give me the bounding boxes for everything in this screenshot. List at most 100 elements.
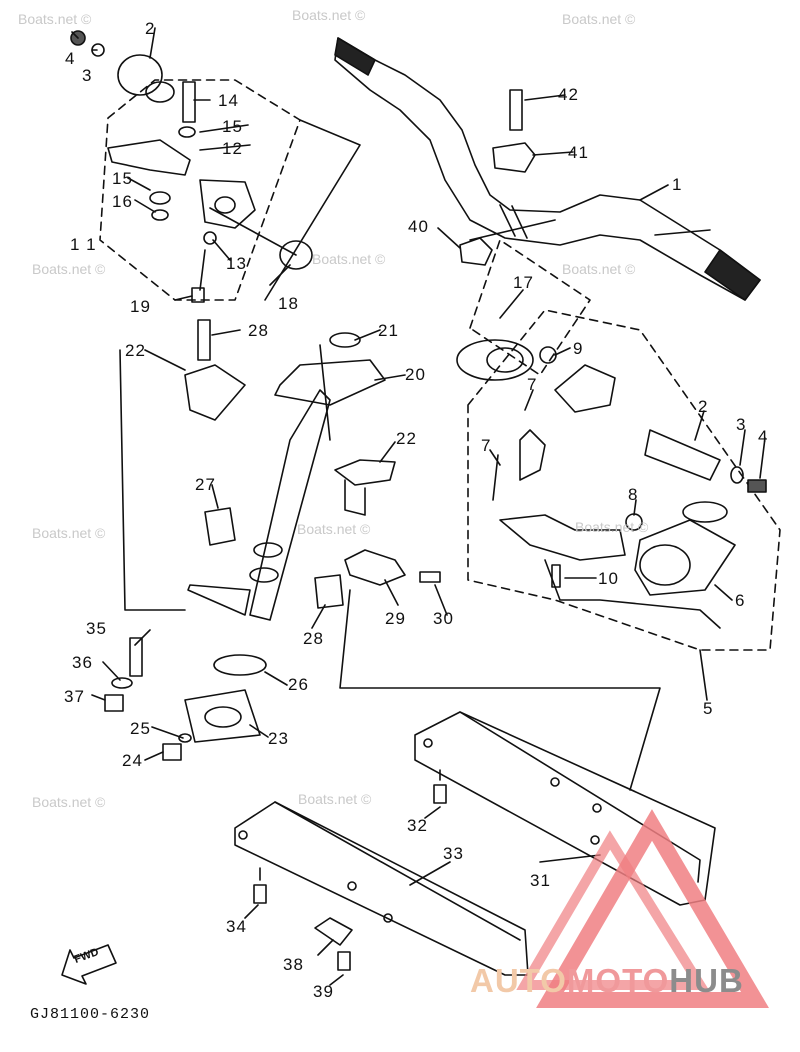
- handlebar: [334, 37, 761, 301]
- callout-22-right: 22: [396, 429, 417, 448]
- collar-18: [279, 240, 313, 270]
- grommet-17: [456, 339, 534, 381]
- callout-21: 21: [378, 321, 399, 340]
- handlebar-grip-right: [704, 249, 761, 301]
- callout-42: 42: [558, 85, 579, 104]
- screw-10: [551, 564, 561, 588]
- steering-column: [249, 389, 331, 621]
- callout-8: 8: [628, 485, 639, 504]
- screw-13: [203, 231, 217, 245]
- callout-13: 13: [226, 254, 247, 273]
- callout-36: 36: [72, 653, 93, 672]
- bolt-30: [419, 571, 441, 583]
- fwd-arrow-icon: [61, 944, 117, 985]
- bolt-4b: [747, 479, 767, 493]
- bushing-28a: [204, 507, 236, 546]
- callout-2-right: 2: [698, 397, 709, 416]
- bracket-31: [414, 711, 716, 906]
- callout-6: 6: [735, 591, 746, 610]
- logo-triangle-icon: [536, 809, 769, 1008]
- callout-7-a: 7: [527, 375, 538, 394]
- watermark: Boats.net ©: [575, 519, 649, 535]
- callout-3-left: 3: [82, 66, 93, 85]
- spring: [682, 501, 728, 523]
- nut-37: [104, 694, 124, 712]
- callout-17: 17: [513, 273, 534, 292]
- callout-27: 25: [130, 719, 151, 738]
- handlebar-grip-left: [334, 37, 376, 76]
- bracket-22-right: [334, 459, 396, 486]
- washer-36: [111, 677, 133, 689]
- callout-3-right: 3: [736, 415, 747, 434]
- callout-29: 29: [385, 609, 406, 628]
- callout-12: 12: [222, 139, 243, 158]
- callout-2-left: 2: [145, 19, 156, 38]
- callout-33: 33: [443, 844, 464, 863]
- callout-15-b: 15: [112, 169, 133, 188]
- callout-10: 10: [598, 569, 619, 588]
- bolt-19: [191, 287, 205, 303]
- bolt-25: [197, 319, 211, 361]
- ring-24: [213, 654, 267, 676]
- callout-15-a: 15: [222, 117, 243, 136]
- collar-21: [329, 332, 361, 348]
- callout-31: 31: [530, 871, 551, 890]
- callout-1: 1: [672, 175, 683, 194]
- bracket-20: [274, 359, 386, 406]
- lever-12: [107, 139, 191, 176]
- bolt-42: [509, 89, 523, 131]
- callout-11: 1 1: [70, 235, 97, 254]
- bolt-14: [182, 81, 196, 123]
- callout-37: 37: [64, 687, 85, 706]
- callout-18: 18: [278, 294, 299, 313]
- callout-4-right: 4: [758, 427, 769, 446]
- callout-7-b: 7: [481, 436, 492, 455]
- switch-assembly: [499, 514, 626, 561]
- callout-24: 26: [288, 675, 309, 694]
- callout-23: 23: [268, 729, 289, 748]
- logo-auto: AUTO: [470, 962, 567, 999]
- callout-32: 32: [407, 816, 428, 835]
- watermark: Boats.net ©: [292, 7, 366, 23]
- bracket-22-left: [184, 364, 246, 421]
- clip-38: [314, 917, 353, 946]
- callout-16: 16: [112, 192, 133, 211]
- watermark: Boats.net ©: [298, 791, 372, 807]
- callout-26: 24: [122, 751, 143, 770]
- callout-14: 14: [218, 91, 239, 110]
- watermark: Boats.net ©: [18, 11, 92, 27]
- watermark: Boats.net ©: [32, 525, 106, 541]
- left-grip: [117, 54, 163, 96]
- callout-41: 41: [568, 143, 589, 162]
- watermark: Boats.net ©: [297, 521, 371, 537]
- watermark: Boats.net ©: [562, 261, 636, 277]
- callout-5: 5: [703, 699, 714, 718]
- callout-30: 30: [433, 609, 454, 628]
- group-5-box: [467, 309, 781, 651]
- callout-40: 40: [408, 217, 429, 236]
- watermark: Boats.net ©: [32, 794, 106, 810]
- screw-34: [253, 884, 267, 904]
- callout-28-b: 28: [303, 629, 324, 648]
- throttle-6: [634, 519, 736, 596]
- watermark: Boats.net ©: [562, 11, 636, 27]
- clamp-41: [492, 142, 536, 173]
- screw-32: [433, 784, 447, 804]
- clamp-40: [459, 237, 493, 266]
- handlebar-band: [499, 204, 528, 239]
- housing-9: [554, 364, 616, 413]
- group-11-box: [99, 79, 301, 301]
- callout-28-a: 27: [195, 475, 216, 494]
- callout-22-left: 22: [125, 341, 146, 360]
- logo-text: AUTOMOTOHUB: [470, 962, 744, 1000]
- bushing-28b: [314, 574, 344, 609]
- callout-39: 39: [313, 982, 334, 1001]
- callout-4-left: 4: [65, 49, 76, 68]
- bracket-33: [234, 801, 529, 976]
- nut-26: [162, 743, 182, 761]
- callout-9: 9: [573, 339, 584, 358]
- diagram-code: GJ81100-6230: [30, 1006, 151, 1023]
- cable: [544, 559, 721, 629]
